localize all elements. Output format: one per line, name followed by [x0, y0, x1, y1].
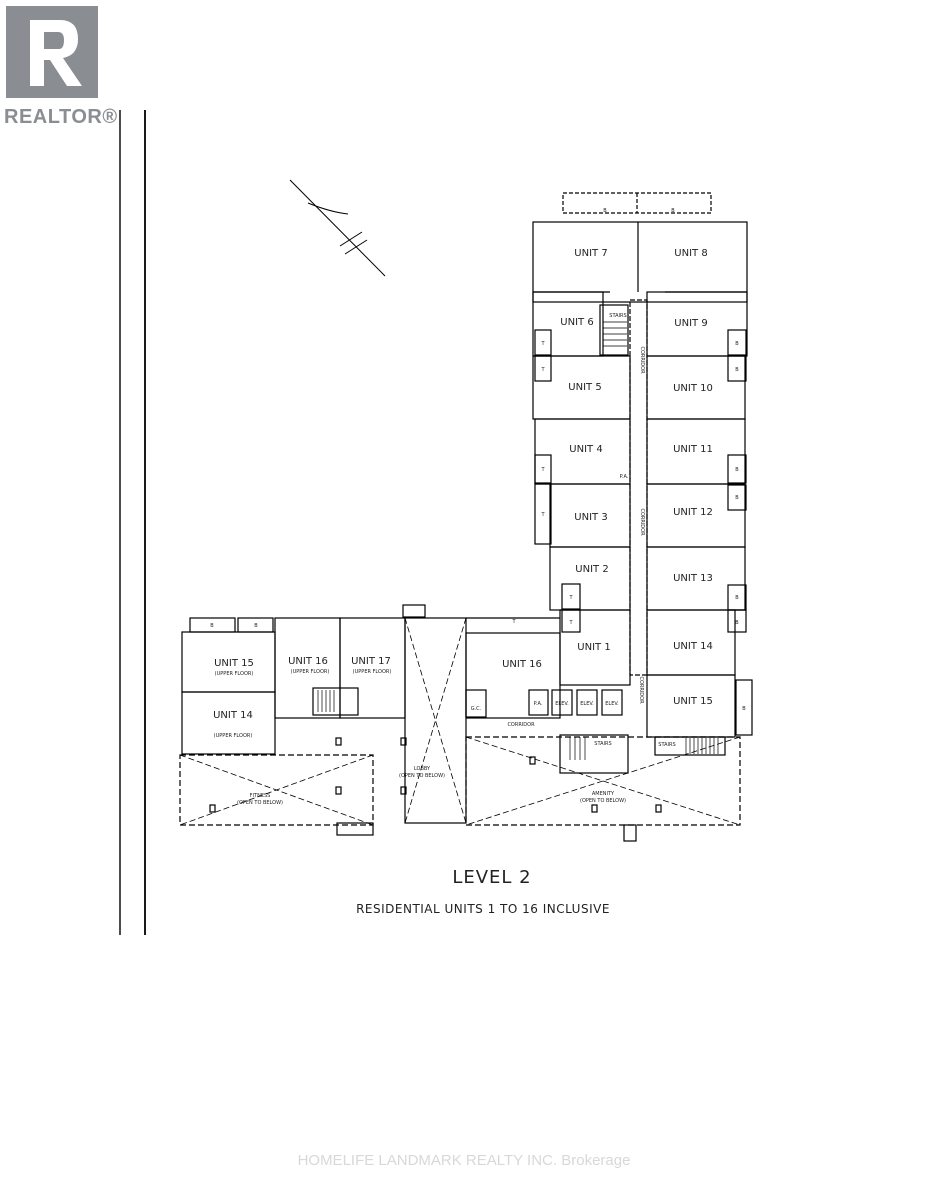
unit-3-label: UNIT 3 [574, 512, 607, 523]
t-marker: T [540, 367, 545, 373]
north-arrow-icon [289, 179, 386, 277]
unit-14-label: UNIT 14 [673, 641, 713, 652]
unit-7-label: UNIT 7 [574, 248, 607, 259]
plan-title: LEVEL 2 [452, 867, 531, 888]
unit-8-label: UNIT 8 [674, 248, 707, 259]
t-marker: T [511, 619, 516, 625]
unit-15-upper-note: (UPPER FLOOR) [215, 671, 254, 677]
unit-15-upper-label: UNIT 15 [214, 658, 254, 669]
b-marker: B [735, 620, 739, 626]
b-marker: B [210, 623, 214, 629]
t-marker: T [540, 467, 545, 473]
b-marker: B [735, 341, 739, 347]
pa-upper-label: P.A. [620, 474, 629, 480]
realtor-logo-mark [6, 6, 98, 98]
unit-15-label: UNIT 15 [673, 696, 713, 707]
unit-9-label: UNIT 9 [674, 318, 707, 329]
t-marker: T [540, 512, 545, 518]
unit-13-label: UNIT 13 [673, 573, 713, 584]
unit-14-upper-note: (UPPER FLOOR) [214, 733, 253, 739]
corridor-mid-label: CORRIDOR [639, 508, 645, 536]
unit-5-label: UNIT 5 [568, 382, 601, 393]
plan-subtitle: RESIDENTIAL UNITS 1 TO 16 INCLUSIVE [356, 902, 610, 916]
b-marker: B [671, 208, 675, 214]
lobby-label: LOBBY [414, 766, 431, 772]
unit-17-upper-label: UNIT 17 [351, 656, 391, 667]
corridor-lower-label: CORRIDOR [638, 676, 644, 704]
unit-14-upper-label: UNIT 14 [213, 710, 253, 721]
b-marker: B [735, 595, 739, 601]
unit-11-label: UNIT 11 [673, 444, 713, 455]
b-marker: B [254, 623, 258, 629]
brokerage-watermark: HOMELIFE LANDMARK REALTY INC. Brokerage [297, 1152, 631, 1169]
b-marker: B [735, 467, 739, 473]
unit-6-label: UNIT 6 [560, 317, 593, 328]
stairs-north-label: STAIRS [609, 313, 626, 319]
unit-16-upper-note: (UPPER FLOOR) [291, 669, 330, 675]
elevator-2-label: ELEV. [580, 701, 594, 707]
unit-4-label: UNIT 4 [569, 444, 602, 455]
stairs-east-label: STAIRS [658, 742, 675, 748]
t-marker: T [540, 341, 545, 347]
fitness-note: (OPEN TO BELOW) [237, 800, 283, 806]
elevator-3-label: ELEV. [605, 701, 619, 707]
unit-10-label: UNIT 10 [673, 383, 713, 394]
unit-12-label: UNIT 12 [673, 507, 713, 518]
amenity-label: AMENITY [592, 791, 615, 797]
realtor-logo-text: REALTOR® [4, 106, 118, 128]
unit-2-label: UNIT 2 [575, 564, 608, 575]
stairs-core-label: STAIRS [594, 741, 611, 747]
corridor-upper-label: CORRIDOR [639, 346, 645, 374]
t-marker: T [568, 620, 573, 626]
amenity-note: (OPEN TO BELOW) [580, 798, 626, 804]
fitness-label: FITNESS [250, 793, 271, 799]
pa-label: P.A. [534, 701, 543, 707]
corridor-core-label: CORRIDOR [507, 722, 535, 728]
t-marker: T [568, 595, 573, 601]
unit-16-label: UNIT 16 [502, 659, 542, 670]
unit-1-label: UNIT 1 [577, 642, 610, 653]
unit-16-upper-label: UNIT 16 [288, 656, 328, 667]
gc-label: G.C. [471, 706, 482, 712]
b-marker: B [735, 367, 739, 373]
b-marker: B [742, 706, 746, 712]
b-marker: B [603, 208, 607, 214]
b-marker: B [735, 495, 739, 501]
lobby-note: (OPEN TO BELOW) [399, 773, 445, 779]
elevator-1-label: ELEV. [555, 701, 569, 707]
unit-17-upper-note: (UPPER FLOOR) [353, 669, 392, 675]
realtor-logo: REALTOR® [4, 6, 117, 128]
